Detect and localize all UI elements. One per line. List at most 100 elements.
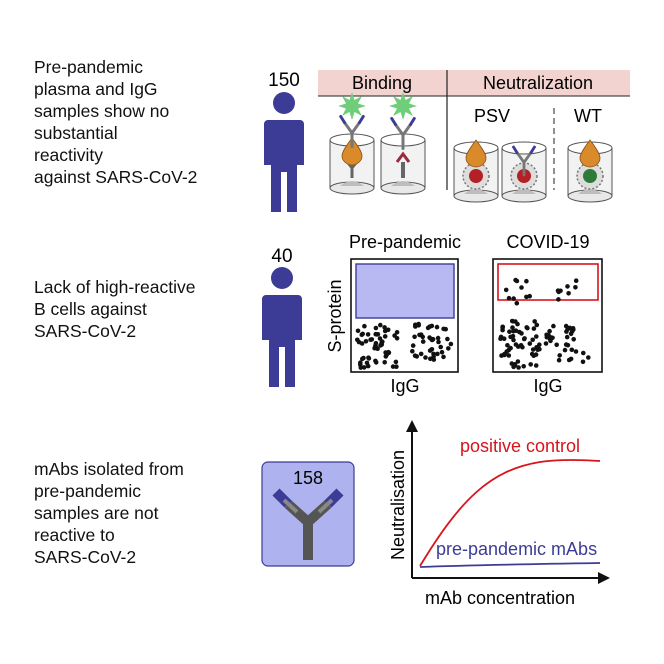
scatter-dot <box>361 365 367 370</box>
scatter-dot <box>360 331 366 337</box>
scatter-dot <box>358 365 364 370</box>
psv-well-2 <box>501 141 547 203</box>
y-axis-arrow-icon <box>406 420 418 432</box>
scatter-dot <box>355 328 361 334</box>
scatter-dot <box>500 324 506 330</box>
scatter-dot <box>362 323 367 329</box>
scatter-dot <box>507 329 512 335</box>
scatter-dot <box>429 337 435 343</box>
caption-line: mAbs isolated from <box>34 459 184 479</box>
binding-well-1 <box>329 92 375 195</box>
scatter-dot <box>414 354 420 359</box>
scatter-dot <box>435 351 440 357</box>
scatter-dot <box>378 322 383 328</box>
scatter-dot <box>435 335 441 341</box>
scatter-dot <box>377 336 383 341</box>
caption-line: SARS-CoV-2 <box>34 321 137 341</box>
scatter-dot <box>363 339 369 344</box>
prepandemic-label: pre-pandemic mAbs <box>436 539 597 559</box>
panel-left-title: Pre-pandemic <box>349 232 461 252</box>
binding-well-2 <box>380 92 426 195</box>
caption-line: samples are not <box>34 503 159 523</box>
scatter-dot <box>511 296 516 301</box>
scatter-dot <box>392 333 397 338</box>
scatter-dot <box>510 333 516 339</box>
row2-caption: Lack of high-reactive B cells against SA… <box>34 276 249 342</box>
antibody-icon <box>272 488 344 560</box>
scatter-dot <box>382 334 388 339</box>
caption-line: B cells against <box>34 299 147 319</box>
scatter-dot <box>531 353 536 359</box>
x-axis-label-left: IgG <box>390 376 419 396</box>
scatter-dot <box>439 349 445 355</box>
scatter-dot <box>556 357 562 363</box>
caption-line: samples show no <box>34 101 170 121</box>
scatter-dot <box>428 356 433 362</box>
scatter-dot <box>569 328 575 334</box>
scatter-dot <box>508 345 513 351</box>
scatter-dot <box>413 324 418 329</box>
scatter-dot <box>563 342 569 347</box>
scatter-dot <box>519 331 524 336</box>
scatter-dot <box>528 362 533 367</box>
prepandemic-curve <box>419 562 601 568</box>
scatter-dot <box>373 325 379 331</box>
caption-line: reactive to <box>34 525 115 545</box>
positive-control-label: positive control <box>460 436 580 456</box>
scatter-dot <box>534 322 540 328</box>
positive-control-curve <box>419 459 601 567</box>
psv-label: PSV <box>474 106 510 126</box>
scatter-dot <box>506 295 512 301</box>
scatter-dot <box>554 342 559 348</box>
scatter-dot <box>514 300 520 306</box>
scatter-dot <box>506 353 512 358</box>
scatter-dot <box>416 321 421 327</box>
scatter-dot <box>448 341 454 347</box>
scatter-dot <box>573 278 579 284</box>
scatter-dot <box>515 321 520 327</box>
scatter-dot <box>394 364 399 370</box>
scatter-dot <box>569 347 575 353</box>
scatter-dot <box>547 328 552 334</box>
scatter-dot <box>556 297 561 302</box>
scatter-dots-right <box>498 277 591 370</box>
scatter-dot <box>412 334 417 340</box>
scatter-dot <box>374 332 380 337</box>
scatter-dot <box>505 343 510 348</box>
scatter-dot <box>548 338 553 344</box>
scatter-dot <box>385 327 391 333</box>
scatter-dot <box>366 355 371 361</box>
scatter-dot <box>524 278 529 284</box>
scatter-dot <box>524 294 529 300</box>
scatter-dot <box>510 325 515 330</box>
scatter-dot <box>543 341 549 346</box>
scatter-dot <box>360 356 365 362</box>
row2-count: 40 <box>271 246 292 267</box>
x-axis-arrow-icon <box>598 572 610 584</box>
wt-well <box>567 139 613 203</box>
scatter-dot <box>393 359 399 365</box>
scatter-dot <box>562 347 568 353</box>
scatter-dot <box>586 355 591 360</box>
caption-line: SARS-CoV-2 <box>34 547 137 567</box>
mab-box <box>261 461 355 567</box>
scatter-dot <box>556 289 561 295</box>
chart-y-label: Neutralisation <box>388 450 408 560</box>
scatter-dot <box>557 353 562 358</box>
scatter-dot <box>522 336 527 341</box>
signal-star-icon <box>389 92 417 120</box>
scatter-dot <box>533 363 539 368</box>
scatter-dot <box>521 364 526 369</box>
scatter-dot <box>530 347 536 352</box>
scatter-dot <box>441 354 446 360</box>
binding-label: Binding <box>352 73 412 93</box>
scatter-dot <box>445 336 450 342</box>
scatter-dot <box>516 365 521 370</box>
row1-count: 150 <box>268 70 300 91</box>
scatter-dot <box>571 337 576 342</box>
scatter-dot <box>365 363 371 369</box>
scatter-dot <box>519 285 524 290</box>
scatter-dot <box>531 326 537 331</box>
scatter-dot <box>441 326 446 332</box>
scatter-dot <box>511 337 516 343</box>
